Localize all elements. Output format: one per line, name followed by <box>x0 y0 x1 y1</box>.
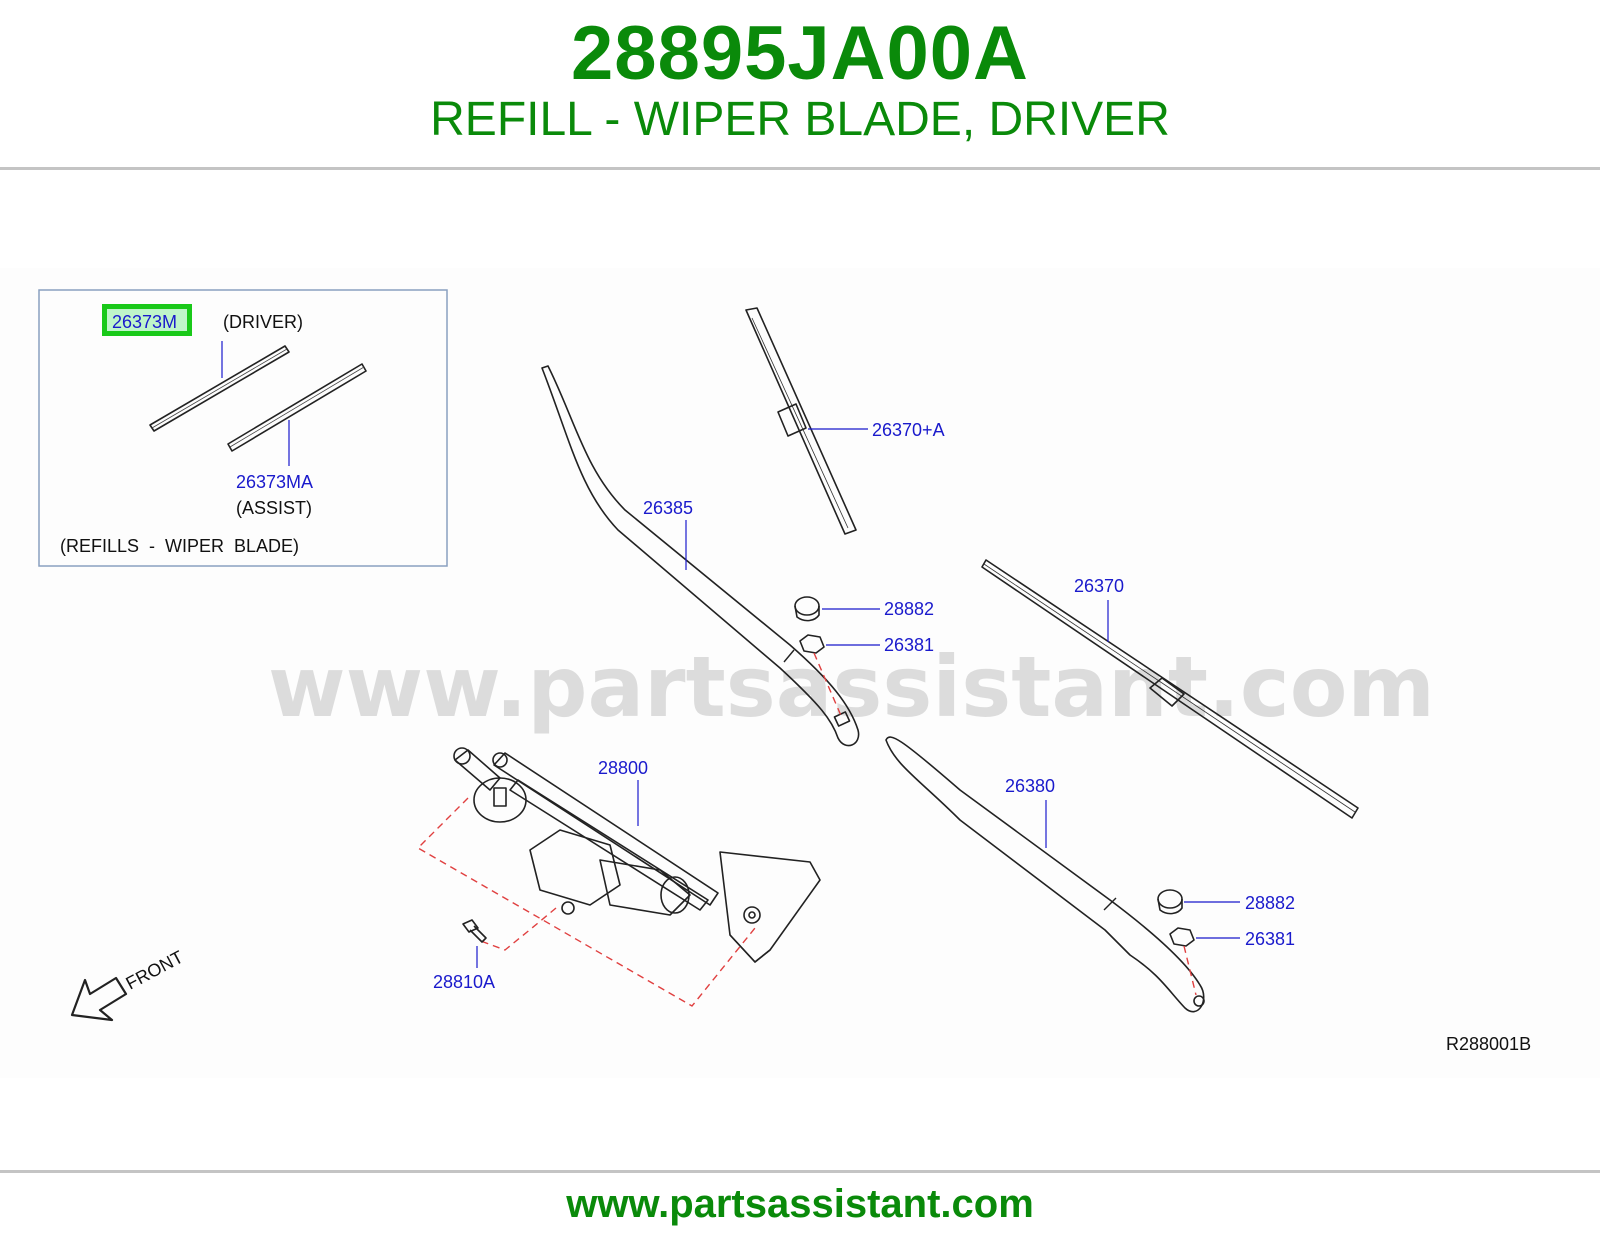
assist-pivot-nut <box>1169 927 1195 947</box>
footer-divider <box>0 1170 1600 1173</box>
assist-assembly-dashline <box>1183 945 1197 996</box>
driver-wiper-blade <box>745 307 857 535</box>
callout-26380[interactable]: 26380 <box>1005 776 1055 796</box>
watermark-text: www.partsassistant.com <box>268 638 1435 736</box>
header-divider <box>0 167 1600 170</box>
callout-26373ma[interactable]: 26373MA <box>236 472 313 492</box>
assist-refill-strip <box>227 363 367 452</box>
callout-28882-assist[interactable]: 28882 <box>1245 893 1295 913</box>
callout-28882-driver[interactable]: 28882 <box>884 599 934 619</box>
footer-website-link[interactable]: www.partsassistant.com <box>566 1182 1034 1226</box>
diagram-code: R288001B <box>1446 1034 1531 1054</box>
linkage-dashline-bolt <box>477 907 557 951</box>
page-header: 28895JA00A REFILL - WIPER BLADE, DRIVER <box>0 0 1600 172</box>
inset-caption: (REFILLS - WIPER BLADE) <box>60 536 299 556</box>
mounting-bolt <box>462 919 487 943</box>
callout-26381-driver[interactable]: 26381 <box>884 635 934 655</box>
assist-blade-clip <box>1149 677 1185 707</box>
front-arrow-icon <box>70 976 128 1022</box>
assist-wiper-arm <box>885 736 1205 1013</box>
highlight-inner <box>107 309 187 331</box>
callout-28800[interactable]: 28800 <box>598 758 648 778</box>
callout-26373m[interactable]: 26373M <box>112 312 177 332</box>
refills-inset-box <box>38 289 448 567</box>
linkage-dashline-outer <box>416 797 756 1007</box>
driver-note: (DRIVER) <box>223 312 303 332</box>
callout-28810a[interactable]: 28810A <box>433 972 495 992</box>
wiper-linkage-motor <box>453 747 821 963</box>
assist-note: (ASSIST) <box>236 498 312 518</box>
callout-26381-assist[interactable]: 26381 <box>1245 929 1295 949</box>
driver-refill-strip <box>149 345 290 432</box>
driver-wiper-arm <box>541 365 860 747</box>
part-name-subtitle: REFILL - WIPER BLADE, DRIVER <box>430 93 1170 146</box>
blade-clip <box>777 403 807 437</box>
callout-26370a[interactable]: 26370+A <box>872 420 945 440</box>
callout-26370[interactable]: 26370 <box>1074 576 1124 596</box>
callout-26385[interactable]: 26385 <box>643 498 693 518</box>
part-number-title: 28895JA00A <box>571 11 1029 96</box>
driver-pivot-nut <box>799 634 825 654</box>
assist-wiper-blade <box>981 559 1359 819</box>
